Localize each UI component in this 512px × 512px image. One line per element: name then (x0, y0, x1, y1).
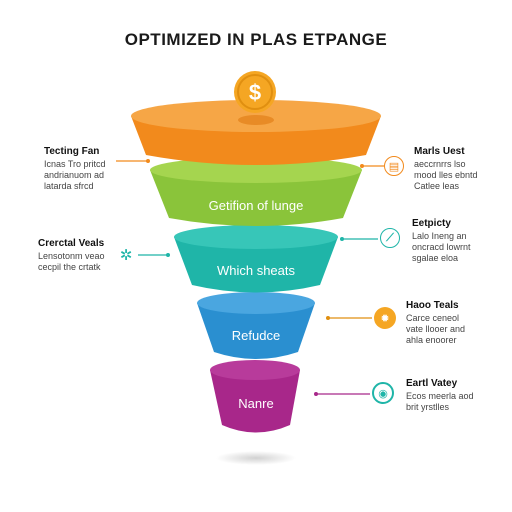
gauge-icon: ⟋ (380, 228, 400, 248)
note-right-4-line-1: Ecos meerla aod (406, 391, 474, 401)
funnel-segment-3 (174, 225, 338, 293)
note-right-1-line-3: Catlee leas (414, 181, 460, 191)
note-right-4-line-2: brit yrstlles (406, 402, 450, 412)
note-left-2-line-2: cecpil the crtatk (38, 262, 101, 272)
star-network-icon: ✲ (119, 247, 133, 264)
note-right-2-line-2: oncracd lowrnt (412, 242, 471, 252)
gear-icon: ✹ (374, 307, 396, 329)
target-icon: ◉ (372, 382, 394, 404)
funnel-segment-2 (150, 157, 362, 226)
note-right-1-line-2: mood lles ebntd (414, 170, 478, 180)
note-right-1: Marls Uest aeccrnrrs lso mood lles ebntd… (414, 146, 504, 192)
note-right-3-line-1: Carce ceneol (406, 313, 460, 323)
funnel-segment-4 (197, 292, 315, 359)
note-right-4-heading: Eartl Vatey (406, 378, 458, 389)
segment-label-2: Getifion of lunge (208, 198, 304, 213)
funnel-shadow (216, 451, 296, 465)
funnel-segment-1 (131, 100, 381, 165)
note-right-2: Eetpicty Lalo Ineng an oncracd lowrnt sg… (412, 218, 504, 264)
note-left-1-heading: Tecting Fan (44, 146, 100, 157)
funnel-segment-5 (210, 360, 300, 433)
note-left-2: Crerctal Veals Lensotonm veao cecpil the… (38, 238, 118, 273)
note-right-3-line-3: ahla enoorer (406, 335, 457, 345)
note-right-1-heading: Marls Uest (414, 146, 465, 157)
note-right-1-line-1: aeccrnrrs lso (414, 159, 466, 169)
note-right-2-line-1: Lalo Ineng an (412, 231, 467, 241)
segment-label-5: Nanre (238, 396, 274, 411)
svg-text:$: $ (249, 80, 261, 105)
note-right-2-line-3: sgalae eloa (412, 253, 459, 263)
dollar-coin-icon: $ (234, 71, 276, 113)
note-left-2-line-1: Lensotonm veao (38, 251, 105, 261)
document-icon: ▤ (384, 156, 404, 176)
note-left-1-line-1: Icnas Tro pritcd (44, 159, 106, 169)
note-right-2-heading: Eetpicty (412, 218, 451, 229)
note-right-4: Eartl Vatey Ecos meerla aod brit yrstlle… (406, 378, 502, 413)
segment-label-4: Refudce (231, 328, 281, 343)
note-left-1-line-2: andrianuom ad (44, 170, 105, 180)
note-right-3-heading: Haoo Teals (406, 300, 459, 311)
note-right-3: Haoo Teals Carce ceneol vate llooer and … (406, 300, 502, 346)
page-title: OPTIMIZED IN PLAS ETPANGE (124, 30, 388, 49)
segment-label-3: Which sheats (216, 263, 296, 278)
note-left-1: Tecting Fan Icnas Tro pritcd andrianuom … (44, 146, 124, 192)
note-right-3-line-2: vate llooer and (406, 324, 466, 334)
note-left-2-heading: Crerctal Veals (38, 238, 105, 249)
note-left-1-line-3: latarda sfrcd (44, 181, 94, 191)
